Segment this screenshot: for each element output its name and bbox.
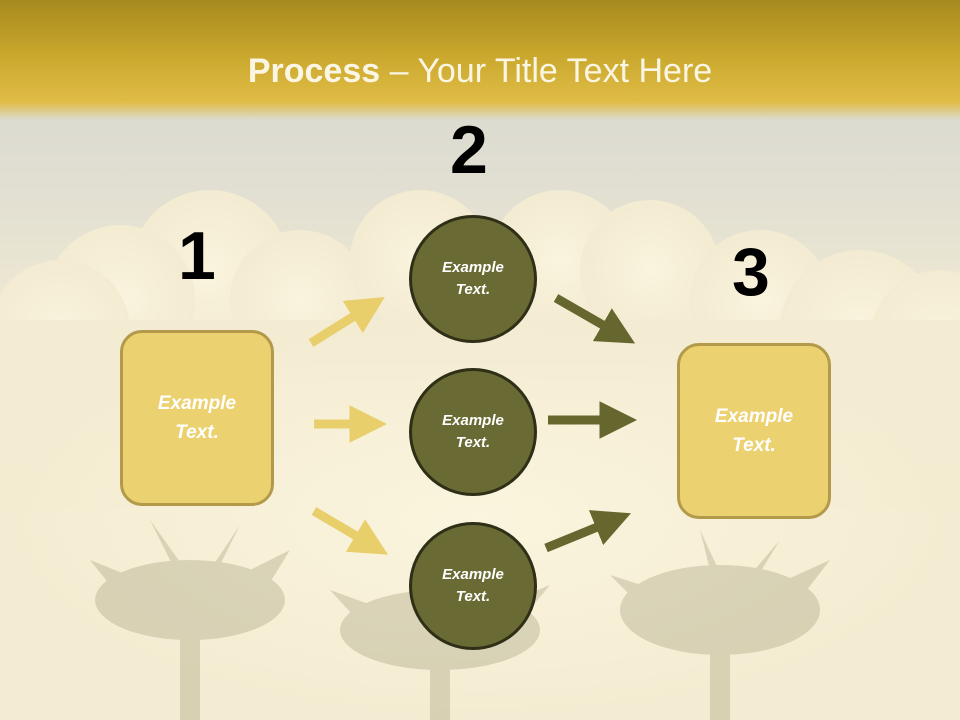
arrow-1-to-circle-1 [308,297,385,347]
circle-2: Example Text. [409,368,537,496]
slide-title: Process – Your Title Text Here [0,52,960,91]
step-box-3: Example Text. [677,343,831,519]
title-rest: – Your Title Text Here [380,52,713,90]
step-number-2: 2 [450,112,488,188]
step-number-3: 3 [732,234,770,310]
title-bar [0,0,960,120]
circle-1: Example Text. [409,215,537,343]
arrow-circle-3-to-3 [544,510,631,553]
arrow-1-to-circle-3 [311,507,389,555]
circle-3: Example Text. [409,522,537,650]
arrow-circle-1-to-3 [553,294,636,344]
step-number-1: 1 [178,218,216,294]
title-bold: Process [247,52,381,90]
step-box-1: Example Text. [120,330,274,506]
